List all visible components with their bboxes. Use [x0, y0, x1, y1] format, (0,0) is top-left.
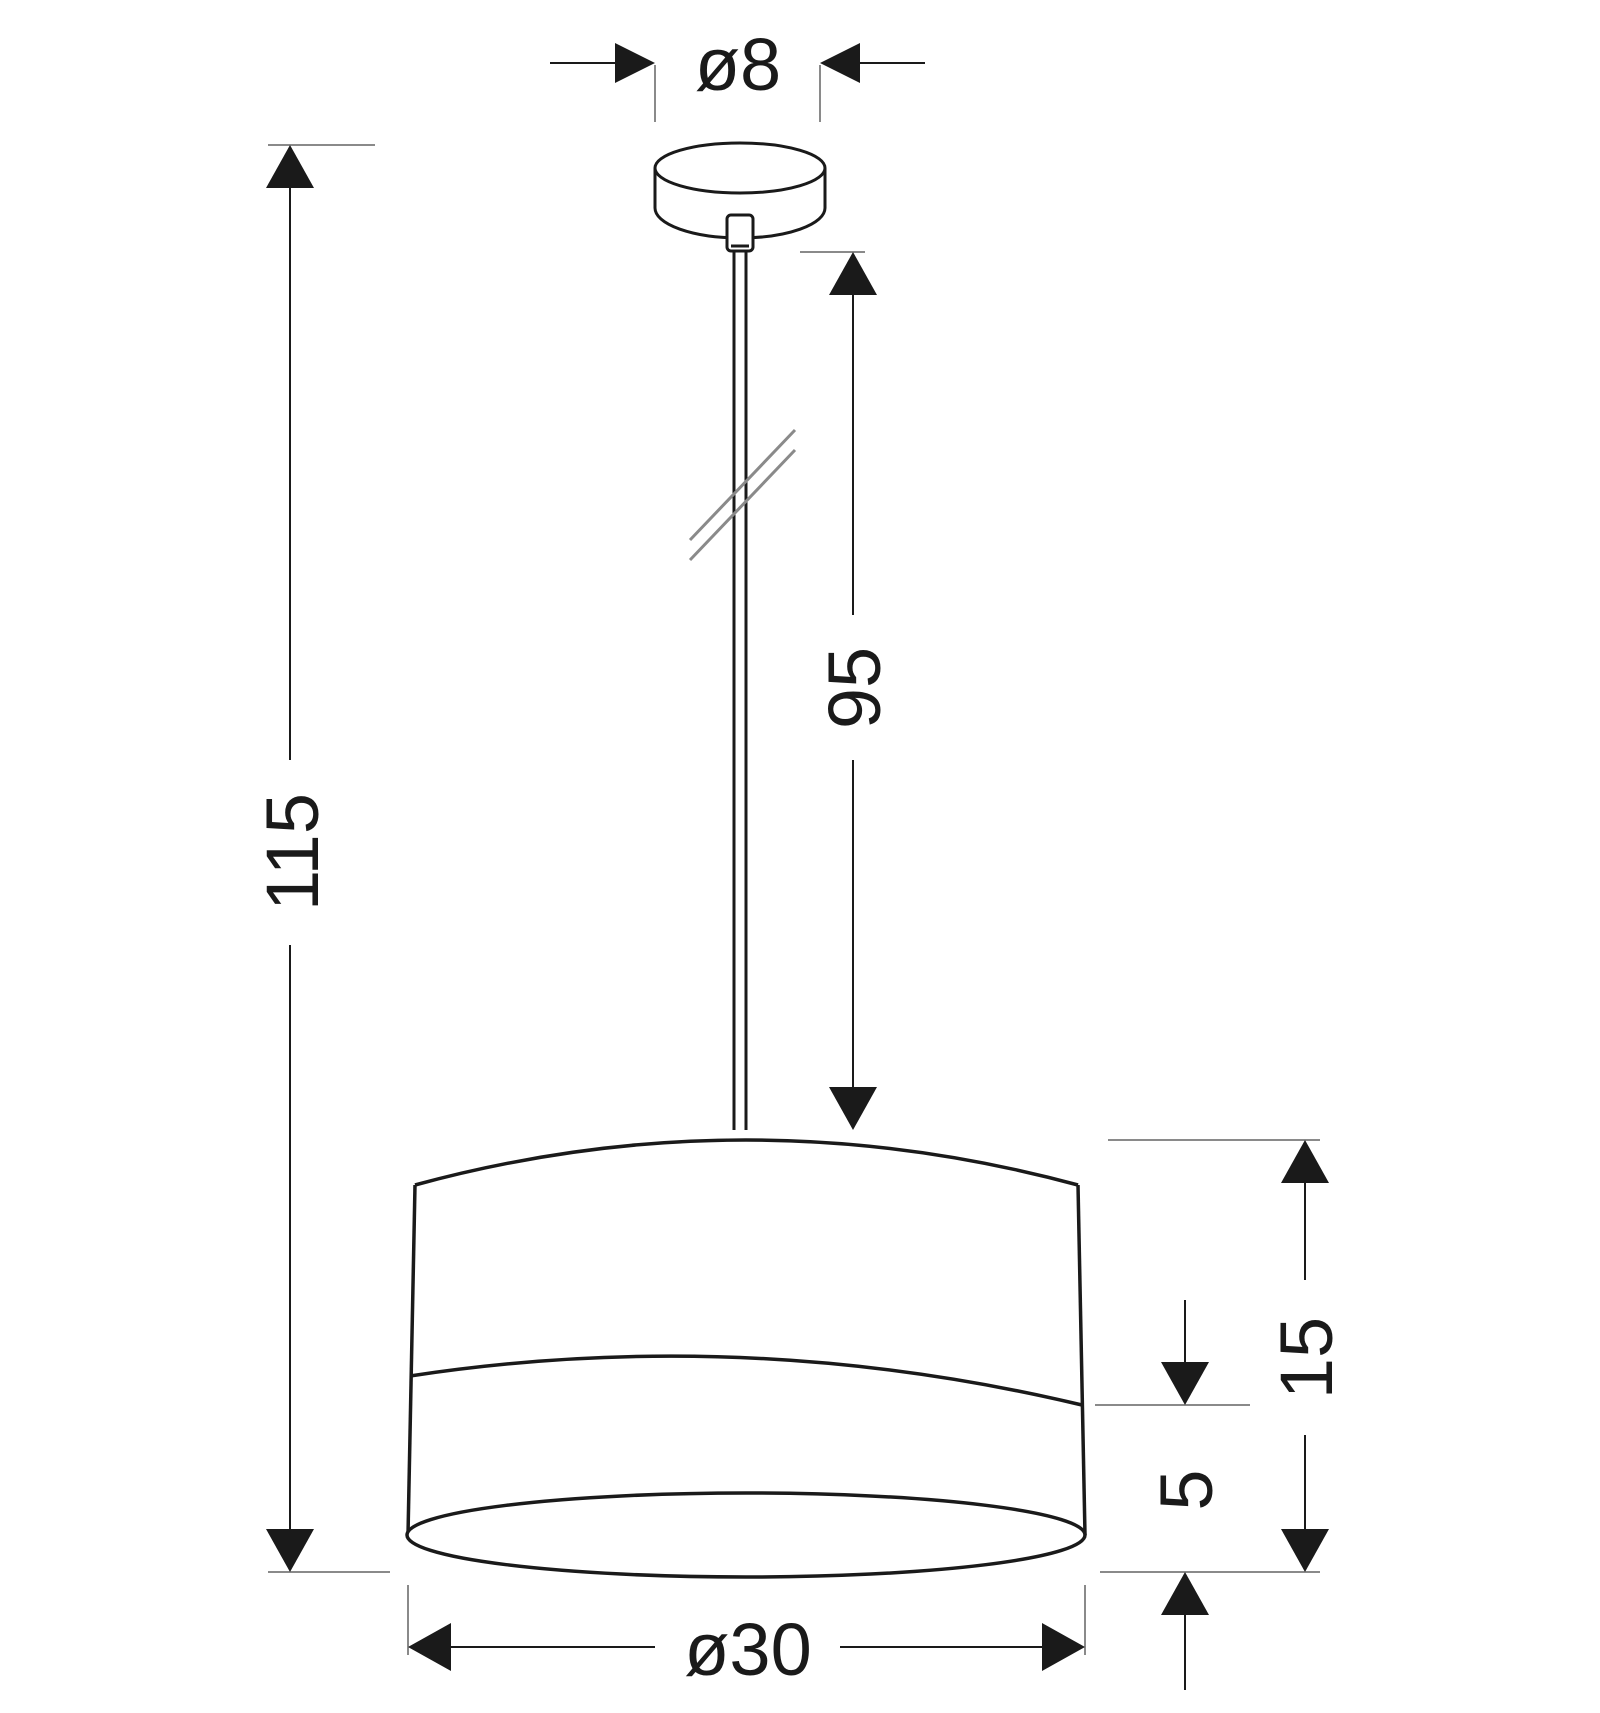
shade-bottom-opening [405, 1491, 1087, 1579]
lamp-shade [405, 1138, 1087, 1579]
shade-left-side [406, 1184, 417, 1536]
arrow-shade-diameter-left [408, 1623, 451, 1671]
ceiling-canopy [653, 141, 827, 240]
arrow-band-height-top [1161, 1362, 1209, 1405]
dimension-lines [289, 62, 1306, 1690]
shade-top-rim [414, 1138, 1079, 1187]
cord-connector [725, 213, 755, 253]
label-top-diameter: ø8 [695, 23, 781, 106]
label-band-height: 5 [1145, 1469, 1228, 1510]
arrow-cord-length-bottom [829, 1087, 877, 1130]
arrow-shade-diameter-right [1042, 1623, 1085, 1671]
arrow-shade-height-top [1281, 1140, 1329, 1183]
shade-right-side [1076, 1184, 1087, 1536]
label-shade-diameter: ø30 [684, 1608, 812, 1691]
arrow-band-height-bottom [1161, 1572, 1209, 1615]
arrow-shade-height-bottom [1281, 1529, 1329, 1572]
arrow-top-diameter-right [820, 43, 860, 83]
arrow-total-height-bottom [266, 1529, 314, 1572]
arrow-total-height-top [266, 145, 314, 188]
arrow-top-diameter-left [615, 43, 655, 83]
shade-band-line [409, 1354, 1083, 1407]
cord-break-mark [688, 428, 797, 562]
label-shade-height: 15 [1265, 1317, 1348, 1399]
label-total-height: 115 [251, 793, 334, 911]
suspension-cord [732, 252, 748, 1130]
arrowheads [266, 43, 1329, 1671]
dimension-labels: ø8 115 95 15 5 ø30 [251, 23, 1348, 1691]
extension-lines [268, 65, 1320, 1655]
label-cord-length: 95 [813, 647, 896, 729]
arrow-cord-length-top [829, 252, 877, 295]
